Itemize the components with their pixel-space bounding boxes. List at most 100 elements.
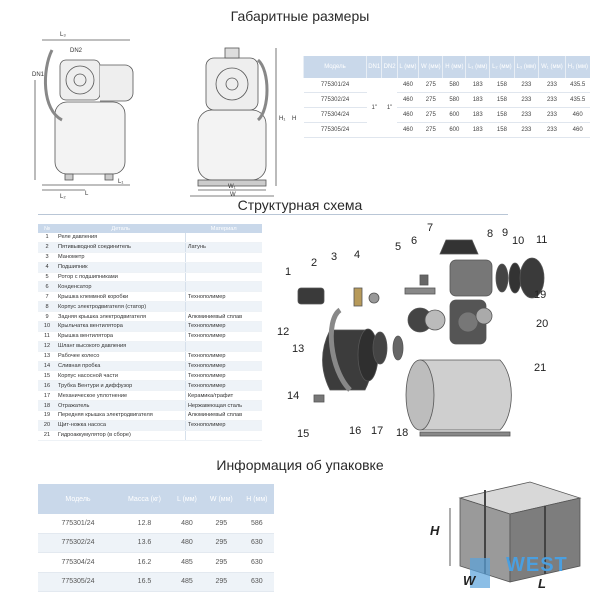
- cell-model: 775305/24: [38, 572, 118, 592]
- label-w: W: [230, 192, 236, 198]
- cell-material: Технополимер: [184, 370, 262, 382]
- callout-7: 7: [427, 222, 434, 234]
- label-dn1: DN1: [32, 72, 45, 78]
- dims-col-l: L (мм): [396, 56, 419, 78]
- cell-number: 13: [38, 351, 56, 362]
- cell-part: Конденсатор: [56, 281, 186, 293]
- box-label-l: L: [538, 576, 546, 591]
- callout-18: 18: [396, 427, 409, 439]
- cell: 183: [465, 122, 490, 138]
- table-row: 775305/24 460 275 600 183 158 233 233 46…: [303, 122, 590, 138]
- cell-part: Корпус насосной части: [56, 370, 186, 382]
- cell-number: 15: [38, 370, 56, 382]
- cell: 460: [565, 107, 590, 123]
- dims-col-h: H (мм): [442, 56, 466, 78]
- cell-model: 775301/24: [38, 514, 118, 534]
- cell-material: Алюминиевый сплав: [184, 311, 262, 323]
- exploded-view-drawing: [297, 239, 545, 437]
- cell-part: Корпус электродвигателя (статор): [56, 301, 186, 313]
- pack-col-mass: Масса (кг): [118, 484, 171, 514]
- cell: 183: [465, 107, 490, 123]
- cell: 16.2: [118, 552, 171, 573]
- dims-col-dn1: DN1: [365, 56, 382, 78]
- cell-number: 7: [38, 291, 56, 303]
- cell-material: Технополимер: [184, 291, 262, 303]
- cell-part: Щит-ножка насоса: [56, 420, 186, 431]
- cell: 295: [202, 552, 240, 573]
- dims-col-model: Модель: [303, 56, 367, 78]
- cell: 580: [442, 78, 466, 93]
- label-l3: L₃: [60, 32, 66, 38]
- label-h1: H₁: [279, 116, 285, 122]
- cell-part: Отражатель: [56, 400, 186, 412]
- cell: 158: [489, 78, 515, 93]
- callout-12: 12: [277, 326, 290, 338]
- pack-header-row: Модель Масса (кг) L (мм) W (мм) H (мм): [38, 484, 274, 514]
- callout-19: 19: [534, 289, 547, 301]
- cell-number: 4: [38, 262, 56, 273]
- cell-model: 775304/24: [38, 552, 118, 573]
- callout-3: 3: [331, 251, 338, 263]
- callout-17: 17: [371, 425, 384, 437]
- cell: 580: [442, 92, 466, 108]
- label-l1: L₁: [118, 179, 123, 185]
- parts-col-part: Деталь: [56, 224, 186, 233]
- cell: 295: [202, 533, 240, 553]
- callout-16: 16: [349, 425, 362, 437]
- cell: 183: [465, 92, 490, 108]
- parts-col-material: Материал: [185, 224, 262, 233]
- cell-model: 775305/24: [303, 122, 367, 138]
- cell: 485: [170, 572, 203, 592]
- cell-part: Крыльчатка вентилятора: [56, 321, 186, 332]
- callout-5: 5: [395, 241, 402, 253]
- cell-part: Задняя крышка электродвигателя: [56, 311, 186, 323]
- cell: 480: [170, 514, 203, 534]
- cell-material: [184, 430, 262, 441]
- dims-col-dn2: DN2: [381, 56, 398, 78]
- callout-15: 15: [297, 428, 310, 440]
- cell-material: Технополимер: [184, 331, 262, 342]
- cell: 233: [538, 78, 566, 93]
- cell-part: Пятивыводной соединитель: [56, 242, 186, 253]
- callout-2: 2: [311, 257, 318, 269]
- callout-11: 11: [536, 234, 548, 246]
- dims-col-l2: L₂ (мм): [489, 56, 515, 78]
- cell: 275: [418, 78, 443, 93]
- callout-13: 13: [292, 343, 305, 355]
- cell-part: Ротор с подшипниками: [56, 272, 186, 283]
- label-l2: L₂: [60, 194, 66, 200]
- cell: 16.5: [118, 572, 171, 592]
- dims-col-l1: L₁ (мм): [465, 56, 490, 78]
- dims-header-row: Модель DN1 DN2 L (мм) W (мм) H (мм) L₁ (…: [303, 56, 590, 78]
- cell-part: Гидроаккумулятор (в сборе): [56, 430, 186, 441]
- cell-part: Сливная пробка: [56, 361, 186, 372]
- cell-material: Технополимер: [184, 380, 262, 392]
- cell-number: 5: [38, 272, 56, 283]
- packing-table: Модель Масса (кг) L (мм) W (мм) H (мм) 7…: [38, 484, 274, 592]
- callout-10: 10: [512, 235, 525, 247]
- parts-header-row: № Деталь Материал: [38, 224, 262, 233]
- cell: 295: [202, 514, 240, 534]
- cell-number: 9: [38, 311, 56, 323]
- box-label-w: W: [463, 573, 476, 588]
- cell-part: Подшипник: [56, 262, 186, 273]
- pack-col-l: L (мм): [170, 484, 203, 514]
- pack-col-w: W (мм): [202, 484, 240, 514]
- cell-material: Технополимер: [184, 420, 262, 431]
- cell-model: 775301/24: [303, 78, 367, 93]
